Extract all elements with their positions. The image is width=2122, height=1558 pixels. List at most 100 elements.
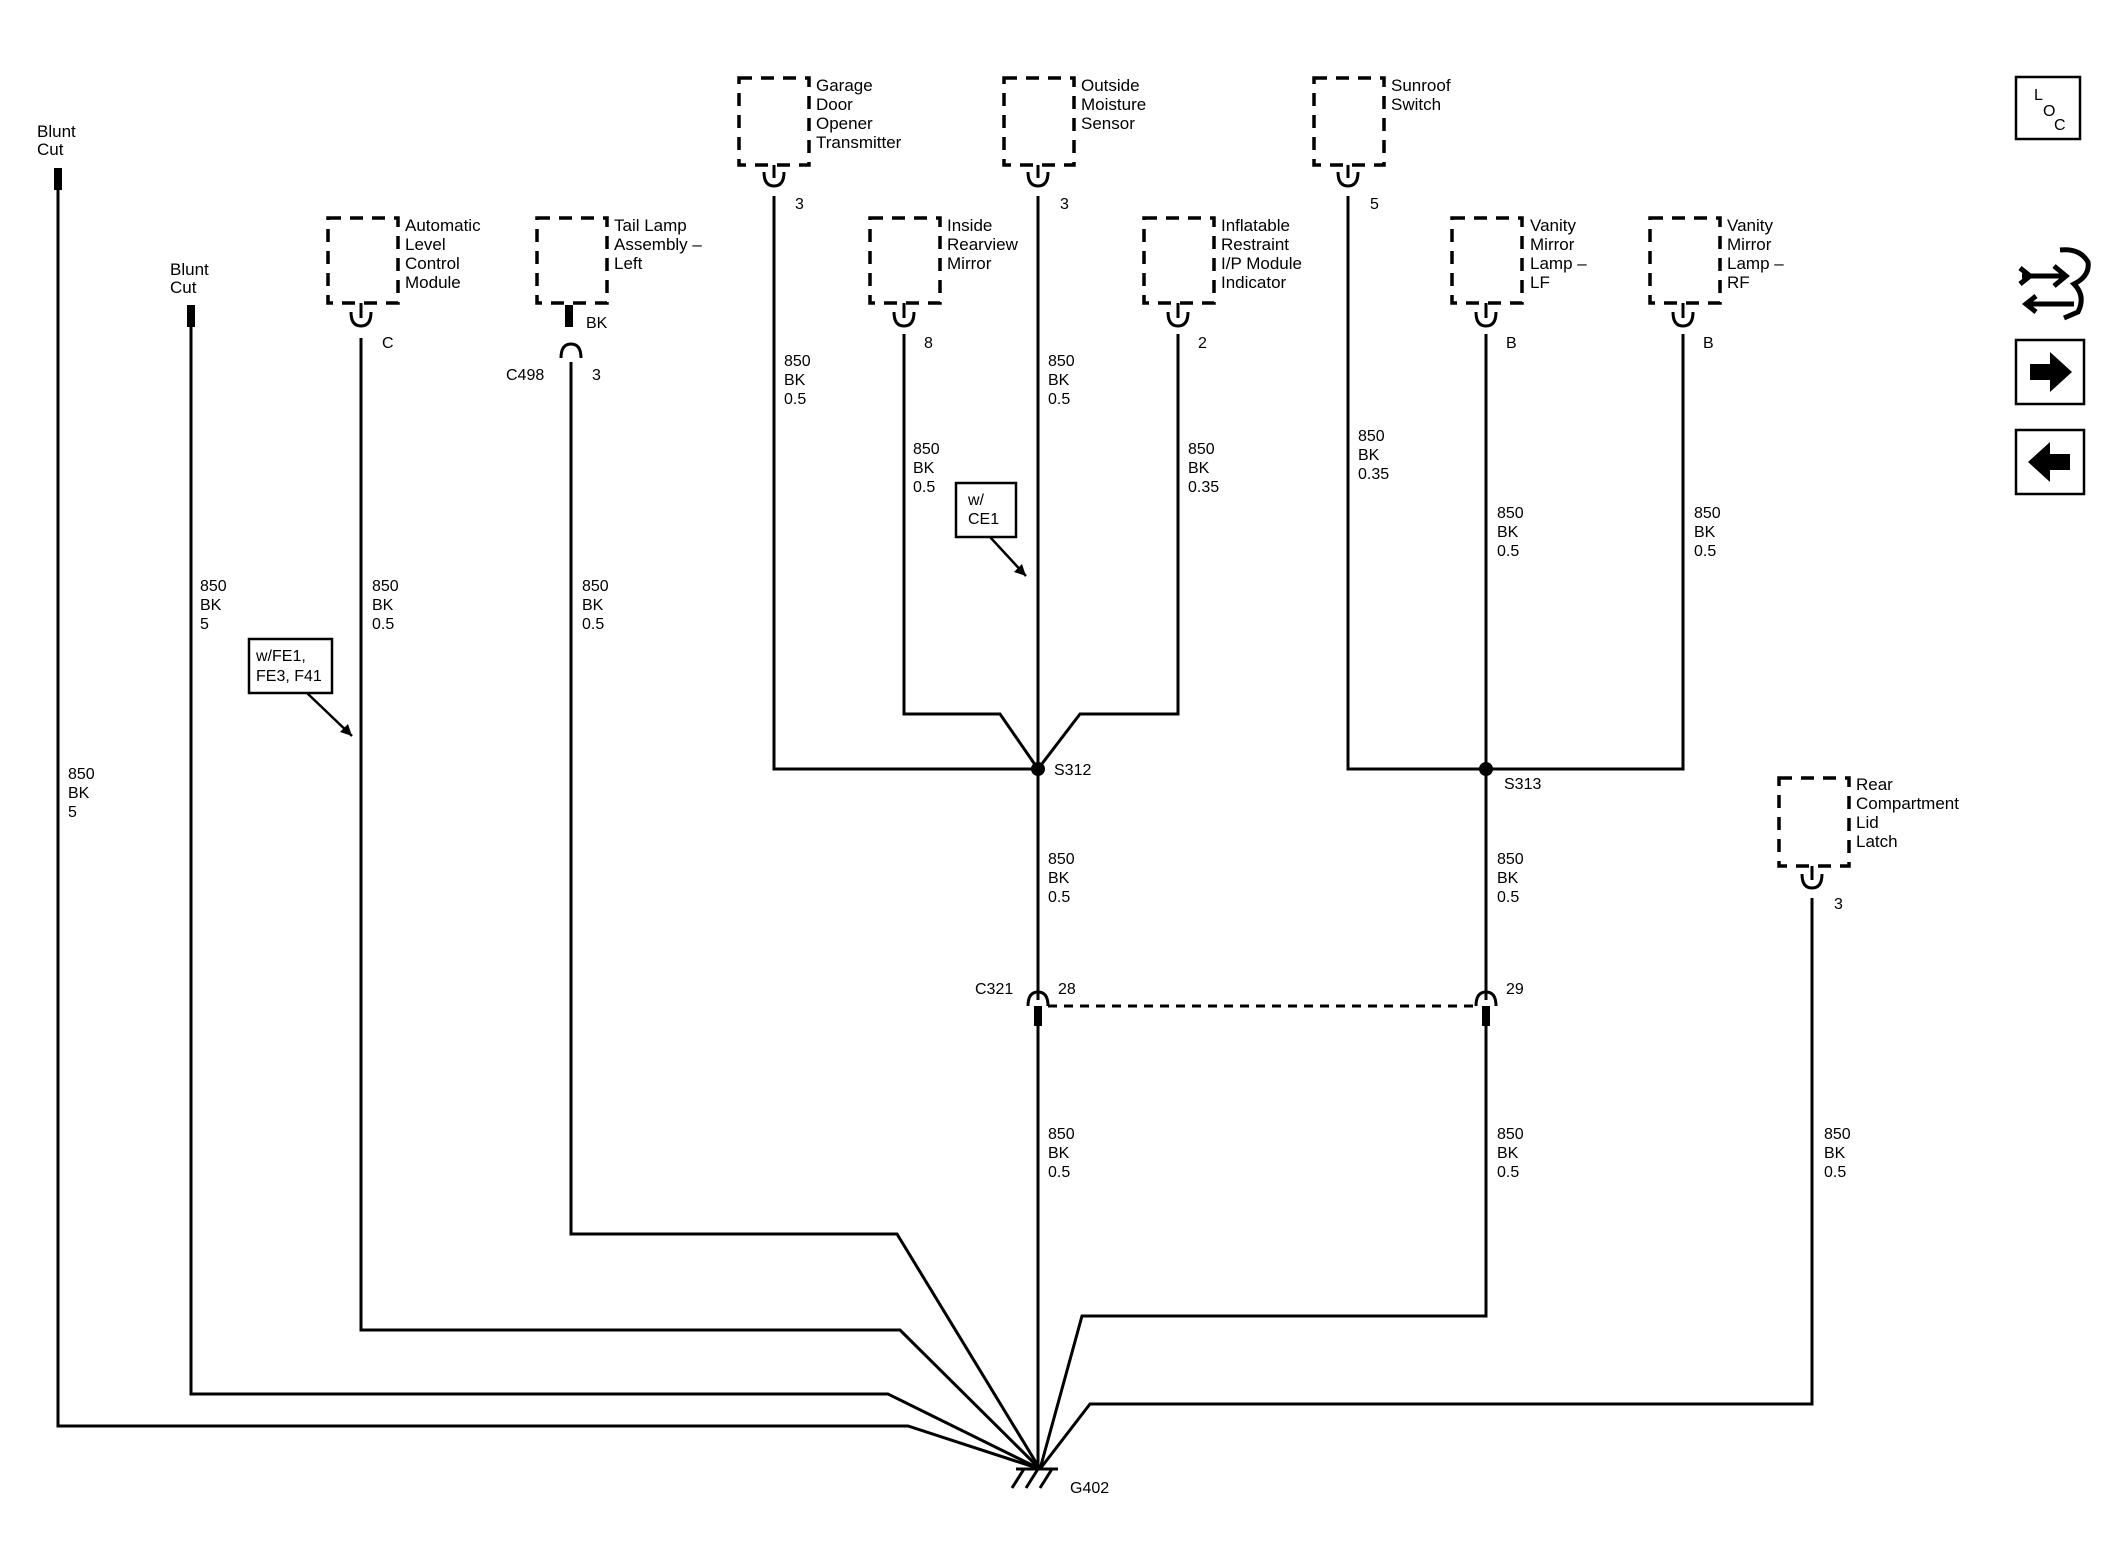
wire-label-tail-lamp: 0.5 [582, 616, 604, 633]
pin-c321-28: 28 [1058, 981, 1076, 998]
garage-door-label: Garage [816, 76, 873, 95]
wire-label-outside-moisture: BK [1048, 372, 1070, 389]
wire-label-sunroof: 0.35 [1358, 466, 1389, 483]
wire-label-s313-down: 850 [1497, 851, 1524, 868]
tail-lamp-label: Assembly – [614, 235, 702, 254]
wire-auto-level [359, 338, 1042, 1471]
wire-label-auto-level: BK [372, 597, 394, 614]
forward-arrow-button[interactable] [2014, 338, 2086, 406]
labels: GarageDoorOpenerTransmitterOutsideMoistu… [37, 76, 1959, 1497]
wire-label-vanity-lf: BK [1497, 524, 1519, 541]
auto-level-label: Automatic [405, 216, 481, 235]
connector-c498: C498 [506, 367, 544, 384]
back-arrow-icon [2028, 442, 2070, 482]
vanity-rf-box[interactable] [1648, 216, 1722, 305]
wire-label-inside-mirror: 0.5 [913, 479, 935, 496]
loc-button[interactable]: L O C [2014, 75, 2082, 141]
vanity-lf-box[interactable] [1450, 216, 1524, 305]
wire-label-blunt2: BK [200, 597, 222, 614]
pin-auto-level: C [382, 335, 394, 352]
vanity-rf-label: Mirror [1727, 235, 1772, 254]
splice-s312-dot [1031, 762, 1045, 776]
loc-letter-l: L [2034, 87, 2043, 104]
sunroof-box[interactable] [1312, 76, 1386, 167]
wire-label-sunroof: 850 [1358, 428, 1385, 445]
rear-latch-label: Latch [1856, 832, 1898, 851]
inflatable-box[interactable] [1142, 216, 1216, 305]
wire-label-c321b-down: BK [1497, 1145, 1519, 1162]
wire-label-garage-door: 0.5 [784, 391, 806, 408]
outside-moisture-box[interactable] [1002, 76, 1076, 167]
wiring [54, 168, 1814, 1471]
connector-view-icon[interactable] [2018, 247, 2091, 321]
note-fe1 [247, 637, 353, 737]
wire-label-c321a-down: 850 [1048, 1126, 1075, 1143]
tail-lamp-label: Left [614, 254, 643, 273]
wire-blunt-cut-2 [189, 327, 1041, 1471]
wire-label-vanity-lf: 0.5 [1497, 543, 1519, 560]
pin-sunroof: 5 [1370, 196, 1379, 213]
garage-door-box[interactable] [737, 76, 811, 167]
wire-label-s312-down: 850 [1048, 851, 1075, 868]
rear-latch-label: Rear [1856, 775, 1893, 794]
wire-label-rear-latch: 0.5 [1824, 1164, 1846, 1181]
wire-label-outside-moisture: 850 [1048, 353, 1075, 370]
forward-arrow-icon [2030, 352, 2072, 392]
auto-level-box[interactable] [326, 216, 400, 305]
vanity-rf-label: Vanity [1727, 216, 1773, 235]
wire-label-blunt2: 850 [200, 578, 227, 595]
wire-label-sunroof: BK [1358, 447, 1380, 464]
back-arrow-button[interactable] [2014, 428, 2086, 496]
tail-lamp-box[interactable] [535, 216, 609, 305]
c321-pin-29-stub [1482, 1006, 1490, 1026]
ground-g402: G402 [1070, 1480, 1109, 1497]
wire-label-vanity-rf: 0.5 [1694, 543, 1716, 560]
c321-pin-28-stub [1034, 1006, 1042, 1026]
vanity-rf-label: Lamp – [1727, 254, 1784, 273]
wire-label-c321b-down: 850 [1497, 1126, 1524, 1143]
sunroof-label: Switch [1391, 95, 1441, 114]
wire-label-garage-door: 850 [784, 353, 811, 370]
rear-latch-box[interactable] [1777, 776, 1851, 868]
outside-moisture-label: Moisture [1081, 95, 1146, 114]
wire-label-s312-down: 0.5 [1048, 889, 1070, 906]
wire-blunt-cut-1 [56, 190, 1041, 1471]
garage-door-label: Transmitter [816, 133, 902, 152]
wire-label-auto-level: 850 [372, 578, 399, 595]
blunt-cut-2-label: Blunt [170, 260, 209, 279]
pin-vanity-lf: B [1506, 335, 1517, 352]
wire-label-s313-down: 0.5 [1497, 889, 1519, 906]
inside-mirror-box[interactable] [868, 216, 942, 305]
pin-tail-lamp-bk: BK [586, 315, 608, 332]
vanity-lf-label: Lamp – [1530, 254, 1587, 273]
note-ce1 [954, 481, 1027, 577]
wire-sunroof [1346, 196, 1486, 771]
outside-moisture-label: Sensor [1081, 114, 1135, 133]
wire-label-c321a-down: 0.5 [1048, 1164, 1070, 1181]
auto-level-label: Control [405, 254, 460, 273]
vanity-lf-label: Vanity [1530, 216, 1576, 235]
rear-latch-label: Lid [1856, 813, 1879, 832]
pin-inside-mirror: 8 [924, 335, 933, 352]
rear-latch-label: Compartment [1856, 794, 1959, 813]
note-ce1-text: w/ [967, 492, 985, 509]
wire-vanity-rf [1486, 334, 1685, 771]
inside-mirror-label: Mirror [947, 254, 992, 273]
note-fe1-text: w/FE1, [255, 648, 306, 665]
loc-letter-o: O [2043, 103, 2055, 120]
wire-label-blunt1: BK [68, 785, 90, 802]
blunt-cut-2-label: Cut [170, 278, 197, 297]
inflatable-label: Inflatable [1221, 216, 1290, 235]
pin-inflatable: 2 [1198, 335, 1207, 352]
auto-level-label: Level [405, 235, 446, 254]
wire-label-rear-latch: 850 [1824, 1126, 1851, 1143]
wire-label-s312-down: BK [1048, 870, 1070, 887]
ground-symbol [1010, 1467, 1058, 1489]
inflatable-label: Indicator [1221, 273, 1287, 292]
wire-label-blunt1: 850 [68, 766, 95, 783]
wire-label-rear-latch: BK [1824, 1145, 1846, 1162]
vanity-lf-label: LF [1530, 273, 1550, 292]
outside-moisture-label: Outside [1081, 76, 1140, 95]
splice-s313-dot [1479, 762, 1493, 776]
wire-rear-latch [1038, 898, 1814, 1470]
